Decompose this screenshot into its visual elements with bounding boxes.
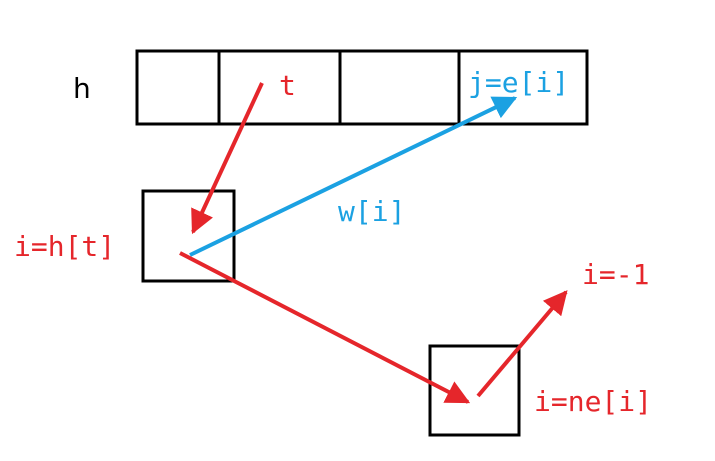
label-w-i: w[i]	[338, 195, 405, 228]
arrow-edge-to-target	[189, 96, 518, 257]
label-i-eq-h-t: i=h[t]	[14, 230, 115, 263]
label-j-eq-e-i: j=e[i]	[468, 66, 569, 99]
head-array-border	[135, 49, 589, 126]
edge-node-i	[141, 189, 236, 283]
arrow-head-to-edge	[191, 82, 264, 235]
edge-node-next	[428, 344, 521, 437]
label-t: t	[279, 69, 296, 102]
label-h: h	[73, 72, 91, 105]
head-array	[135, 49, 589, 126]
arrow-edge-to-next	[179, 251, 471, 404]
label-i-eq-ne-i: i=ne[i]	[534, 385, 652, 418]
arrow-next-to-end	[476, 290, 568, 398]
label-i-eq-neg1: i=-1	[582, 258, 649, 291]
